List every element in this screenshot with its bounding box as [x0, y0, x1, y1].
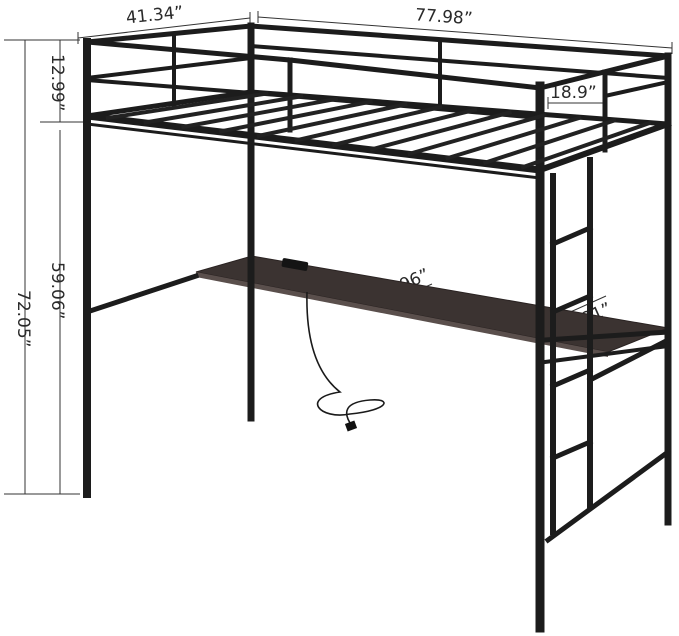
bed-slat [331, 107, 478, 148]
bed-slat [181, 96, 339, 130]
bed-slat [407, 112, 547, 157]
bed-slat [143, 94, 304, 125]
dimension-total-height-label: 72.05” [13, 290, 33, 347]
bed-slat [445, 115, 582, 161]
dimension-guardrail-label: 12.99” [47, 54, 67, 111]
bed-frame [83, 22, 672, 633]
bed-slat [294, 104, 443, 143]
power-outlet [281, 258, 309, 271]
bed-slat [482, 118, 617, 166]
bed-slat [256, 102, 408, 139]
bed-slat [105, 91, 269, 121]
bed-slat [520, 120, 652, 170]
power-plug [344, 420, 358, 432]
bed-slat [218, 99, 374, 134]
bed-slats [105, 91, 652, 170]
dimension-width-label: 41.34” [125, 3, 184, 29]
support-rails [83, 272, 672, 544]
bed-slat [369, 110, 513, 152]
power-cord [306, 291, 385, 427]
dimension-clearance-label: 59.06” [47, 262, 67, 319]
dimension-length-label: 77.98” [414, 5, 473, 29]
ladder [549, 157, 594, 535]
dimension-ladder-width-label: 18.9” [550, 83, 597, 103]
